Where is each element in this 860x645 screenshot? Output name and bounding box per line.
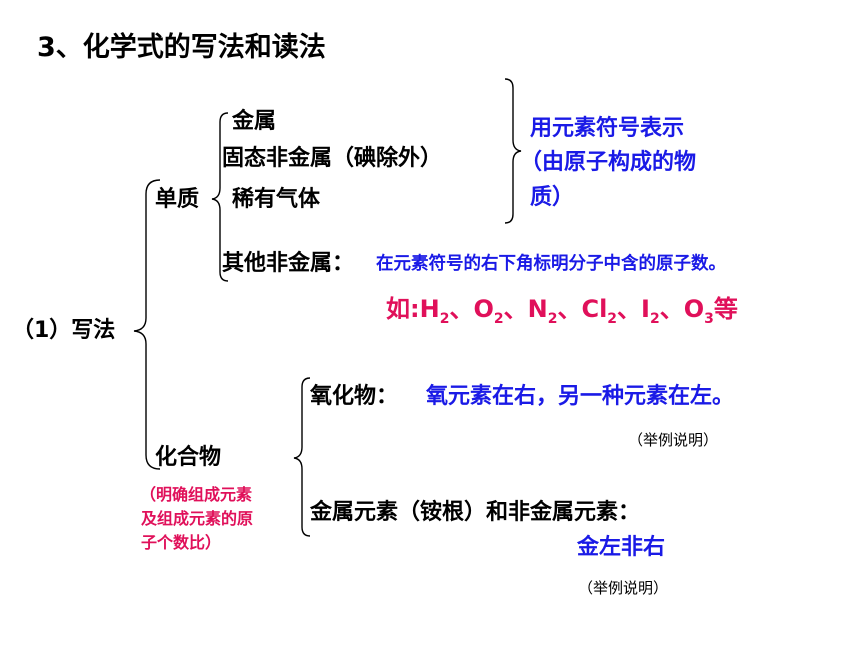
formula-symbol: O — [473, 295, 494, 323]
compound-note-line1: （明确组成元素 — [140, 485, 253, 504]
formula-symbol: I — [641, 295, 650, 323]
compound-note-line2: 及组成元素的原 — [141, 509, 254, 528]
example-formulas: H2、O2、N2、Cl2、I2、O3 — [419, 295, 714, 326]
metal-nonmetal-rule: 金左非右 — [577, 535, 666, 560]
formula-separator: 、 — [449, 295, 474, 323]
formula-separator: 、 — [503, 295, 528, 323]
elemental-item-metal: 金属 — [232, 109, 277, 134]
example-hint-2: （举例说明） — [578, 579, 669, 597]
oxide-rule: 氧元素在右，另一种元素在左。 — [426, 384, 735, 409]
slide-title: 3、化学式的写法和读法 — [37, 32, 326, 63]
other-nonmetal-rule: 在元素符号的右下角标明分子中含的原子数。 — [376, 254, 726, 274]
compound-note-line3: 子个数比） — [141, 533, 222, 552]
symbol-note-line1: 用元素符号表示 — [530, 116, 685, 141]
symbol-note-line2: （由原子构成的物 — [520, 150, 697, 175]
formula-symbol: Cl — [581, 295, 608, 323]
formula-symbol: N — [527, 295, 548, 323]
other-nonmetal-label: 其他非金属： — [222, 251, 355, 276]
formula-symbol: H — [419, 295, 440, 323]
formula-subscript: 3 — [704, 310, 714, 327]
writing-brace — [133, 179, 161, 470]
compound-brace — [293, 377, 311, 537]
symbol-note-line3: 质） — [530, 185, 575, 210]
writing-label: （1）写法 — [12, 318, 116, 343]
formula-subscript: 2 — [649, 310, 660, 327]
formula-subscript: 2 — [547, 310, 558, 327]
elemental-item-solid-nonmetal: 固态非金属（碘除外） — [222, 146, 443, 171]
elemental-brace — [211, 112, 229, 282]
formula-symbol: O — [683, 295, 705, 323]
oxide-label: 氧化物： — [310, 384, 399, 409]
formula-subscript: 2 — [493, 310, 504, 327]
elemental-label: 单质 — [155, 187, 200, 212]
example-hint-1: （举例说明） — [628, 431, 719, 449]
formula-separator: 、 — [659, 295, 684, 323]
example-suffix: 等 — [713, 295, 738, 323]
formula-separator: 、 — [617, 295, 642, 323]
formula-subscript: 2 — [439, 310, 450, 327]
formula-examples: 如:H2、O2、N2、Cl2、I2、O3等 — [386, 297, 738, 326]
formula-subscript: 2 — [607, 310, 618, 327]
formula-separator: 、 — [557, 295, 582, 323]
metal-nonmetal-label: 金属元素（铵根）和非金属元素： — [310, 500, 641, 525]
example-prefix: 如: — [386, 295, 420, 323]
elemental-item-noble-gas: 稀有气体 — [232, 187, 321, 212]
elemental-right-brace — [504, 78, 522, 224]
compound-label: 化合物 — [155, 445, 222, 470]
